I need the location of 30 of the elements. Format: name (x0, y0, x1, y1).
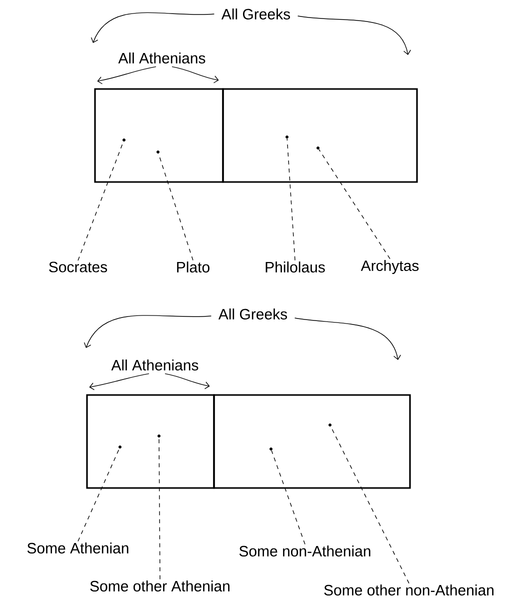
leader-line (271, 450, 306, 545)
leader-line (78, 448, 120, 542)
curved-arrow (84, 315, 212, 348)
label-text: Some other Athenian (90, 580, 230, 592)
label-text: All Greeks (221, 8, 290, 20)
label-text: Archytas (360, 260, 419, 274)
curved-arrow (297, 16, 412, 55)
set-box (222, 88, 418, 183)
label-text: Socrates (49, 262, 108, 272)
leader-line (318, 149, 390, 260)
label-text: Some non-Athenian (239, 546, 370, 556)
label-text: All Greeks (218, 308, 288, 320)
set-box (213, 394, 411, 489)
label-text: All Athenians (111, 360, 198, 370)
curved-arrow (97, 66, 156, 84)
curved-arrow (164, 373, 210, 390)
label-text: All Athenians (118, 52, 206, 64)
set-box (94, 88, 224, 183)
curved-arrow (90, 12, 215, 43)
leader-line (158, 437, 160, 580)
label-text: Some other non-Athenian (324, 584, 494, 596)
label-text: Plato (177, 262, 210, 272)
leader-line (158, 153, 194, 261)
label-text: Some Athenian (27, 542, 128, 554)
set-box (86, 394, 215, 489)
curved-arrow (172, 66, 219, 84)
curved-arrow (294, 318, 401, 360)
label-text: Philolaus (266, 262, 325, 272)
curved-arrow (89, 373, 150, 390)
leader-line (286, 138, 296, 261)
